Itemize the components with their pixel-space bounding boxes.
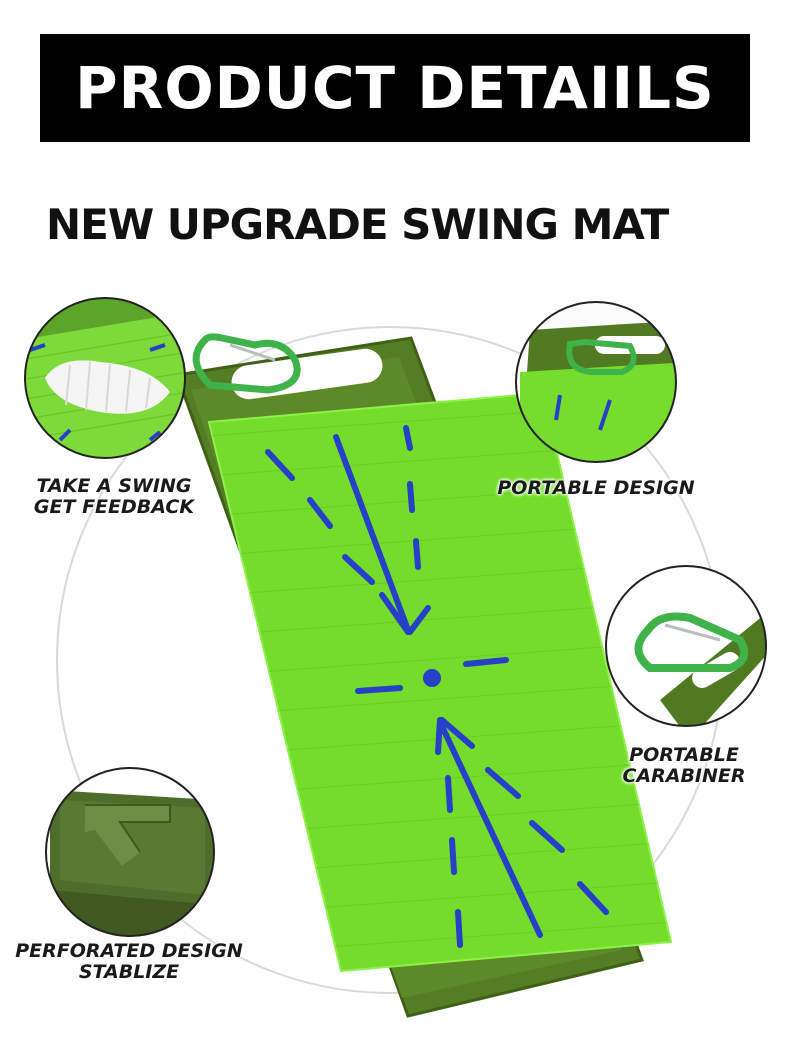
swing-feedback-closeup-icon — [24, 297, 186, 459]
banner-title: PRODUCT DETAIILS — [75, 54, 715, 122]
feature-label-perforated-design: PERFORATED DESIGN STABLIZE — [8, 941, 250, 983]
handle-closeup-icon — [515, 301, 677, 463]
feature-label-swing-feedback: TAKE A SWING GET FEEDBACK — [24, 476, 204, 518]
ball-position-dot — [423, 669, 441, 687]
feature-line: PORTABLE DESIGN — [497, 477, 695, 499]
swing-guide-lines — [265, 425, 609, 948]
feature-label-portable-carabiner: PORTABLE CARABINER — [604, 745, 764, 787]
perforated-base-closeup-icon — [45, 767, 215, 937]
headline: NEW UPGRADE SWING MAT — [46, 200, 669, 249]
feature-line: GET FEEDBACK — [33, 496, 195, 518]
carabiner-closeup-icon — [605, 565, 767, 727]
feature-label-portable-design: PORTABLE DESIGN — [486, 478, 706, 499]
mat-carabiner — [192, 333, 301, 394]
feature-line: PERFORATED DESIGN — [15, 940, 243, 962]
feature-line: TAKE A SWING — [36, 475, 192, 497]
feature-line: CARABINER — [622, 765, 746, 787]
feature-line: PORTABLE — [629, 744, 739, 766]
feature-line: STABLIZE — [78, 961, 180, 983]
title-banner: PRODUCT DETAIILS — [40, 34, 750, 142]
